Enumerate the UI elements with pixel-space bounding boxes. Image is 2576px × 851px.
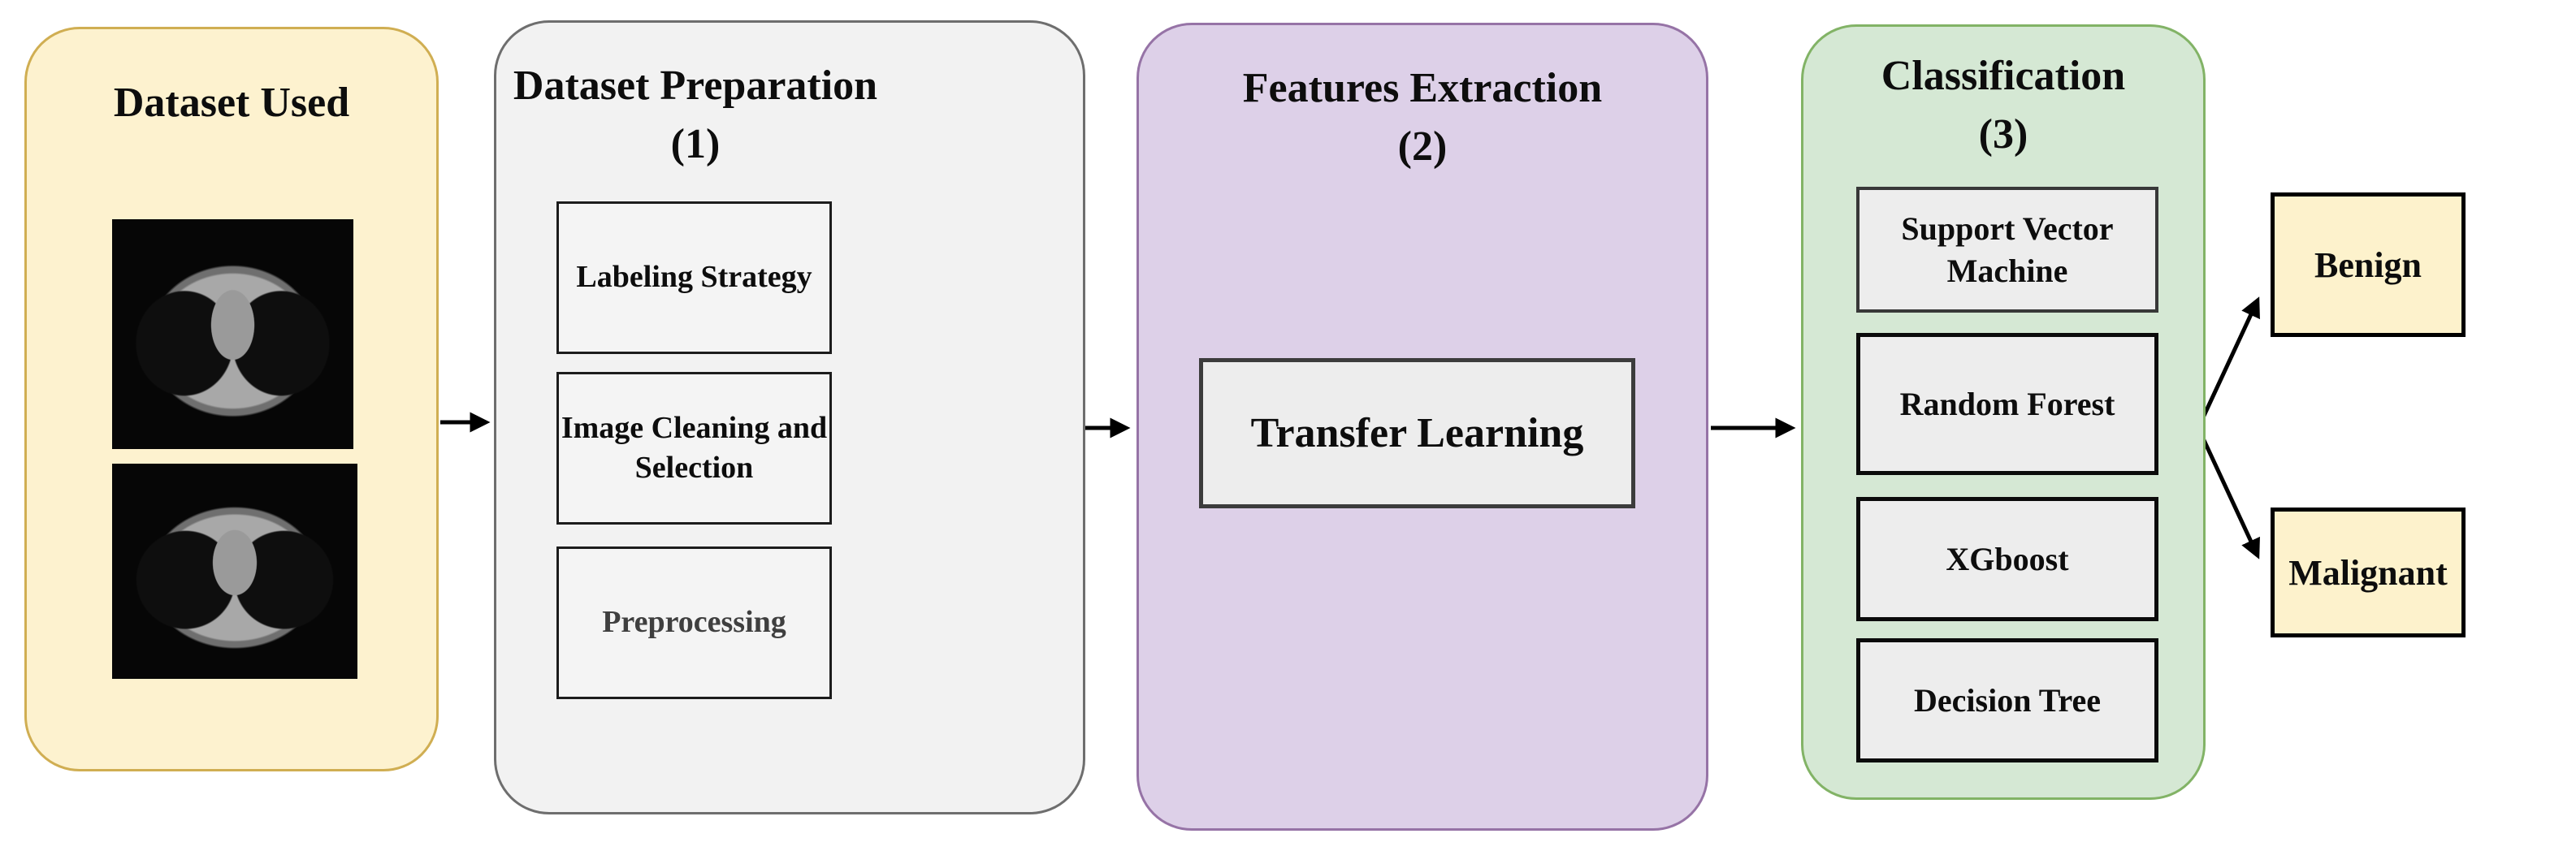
panel-classification: Classification (3) Support Vector Machin… <box>1801 24 2206 800</box>
step-box-image-cleaning-selection: Image Cleaning and Selection <box>556 372 832 525</box>
step-box-image-cleaning-selection-label: Image Cleaning and Selection <box>561 410 828 485</box>
output-box-malignant: Malignant <box>2271 508 2466 637</box>
step-box-xgboost-label: XGboost <box>1946 540 2069 577</box>
step-box-decision-tree-label: Decision Tree <box>1914 681 2101 719</box>
panel-classification-title: Classification (3) <box>1803 47 2203 164</box>
step-box-preprocessing-label: Preprocessing <box>602 605 786 640</box>
panel-features-extraction-title: Features Extraction (2) <box>1139 59 1706 176</box>
arrow-classification-to-malignant <box>2196 426 2260 559</box>
step-box-transfer-learning: Transfer Learning <box>1199 358 1635 508</box>
step-box-support-vector-machine: Support Vector Machine <box>1856 187 2158 313</box>
step-box-labeling-strategy: Labeling Strategy <box>556 201 832 354</box>
panel-features-extraction: Features Extraction (2) Transfer Learnin… <box>1136 23 1708 831</box>
panel-features-extraction-title-text: Features Extraction <box>1242 65 1603 111</box>
output-box-benign-label: Benign <box>2314 244 2422 285</box>
panel-dataset-preparation: Dataset Preparation (1) Labeling Strateg… <box>494 20 1085 814</box>
step-box-support-vector-machine-label: Support Vector Machine <box>1901 210 2114 289</box>
panel-features-extraction-step-number: (2) <box>1397 123 1448 170</box>
panel-dataset-used: Dataset Used <box>24 27 439 771</box>
panel-classification-step-number: (3) <box>1978 110 2028 158</box>
step-box-preprocessing: Preprocessing <box>556 546 832 699</box>
step-box-xgboost: XGboost <box>1856 497 2158 621</box>
output-box-malignant-label: Malignant <box>2288 552 2448 593</box>
step-box-random-forest-label: Random Forest <box>1899 385 2115 422</box>
arrow-classification-to-benign <box>2196 296 2260 430</box>
step-box-decision-tree: Decision Tree <box>1856 638 2158 762</box>
panel-classification-title-text: Classification <box>1881 53 2126 99</box>
panel-dataset-preparation-title-text: Dataset Preparation <box>513 63 878 109</box>
step-box-transfer-learning-label: Transfer Learning <box>1250 410 1584 456</box>
step-box-random-forest: Random Forest <box>1856 333 2158 475</box>
panel-dataset-used-title: Dataset Used <box>113 80 350 126</box>
panel-dataset-preparation-title: Dataset Preparation (1) <box>504 57 886 174</box>
step-box-labeling-strategy-label: Labeling Strategy <box>576 260 812 295</box>
output-box-benign: Benign <box>2271 192 2466 337</box>
ct-scan-image-1 <box>112 219 353 449</box>
ct-scan-image-2 <box>112 464 357 679</box>
panel-dataset-preparation-step-number: (1) <box>670 120 721 167</box>
